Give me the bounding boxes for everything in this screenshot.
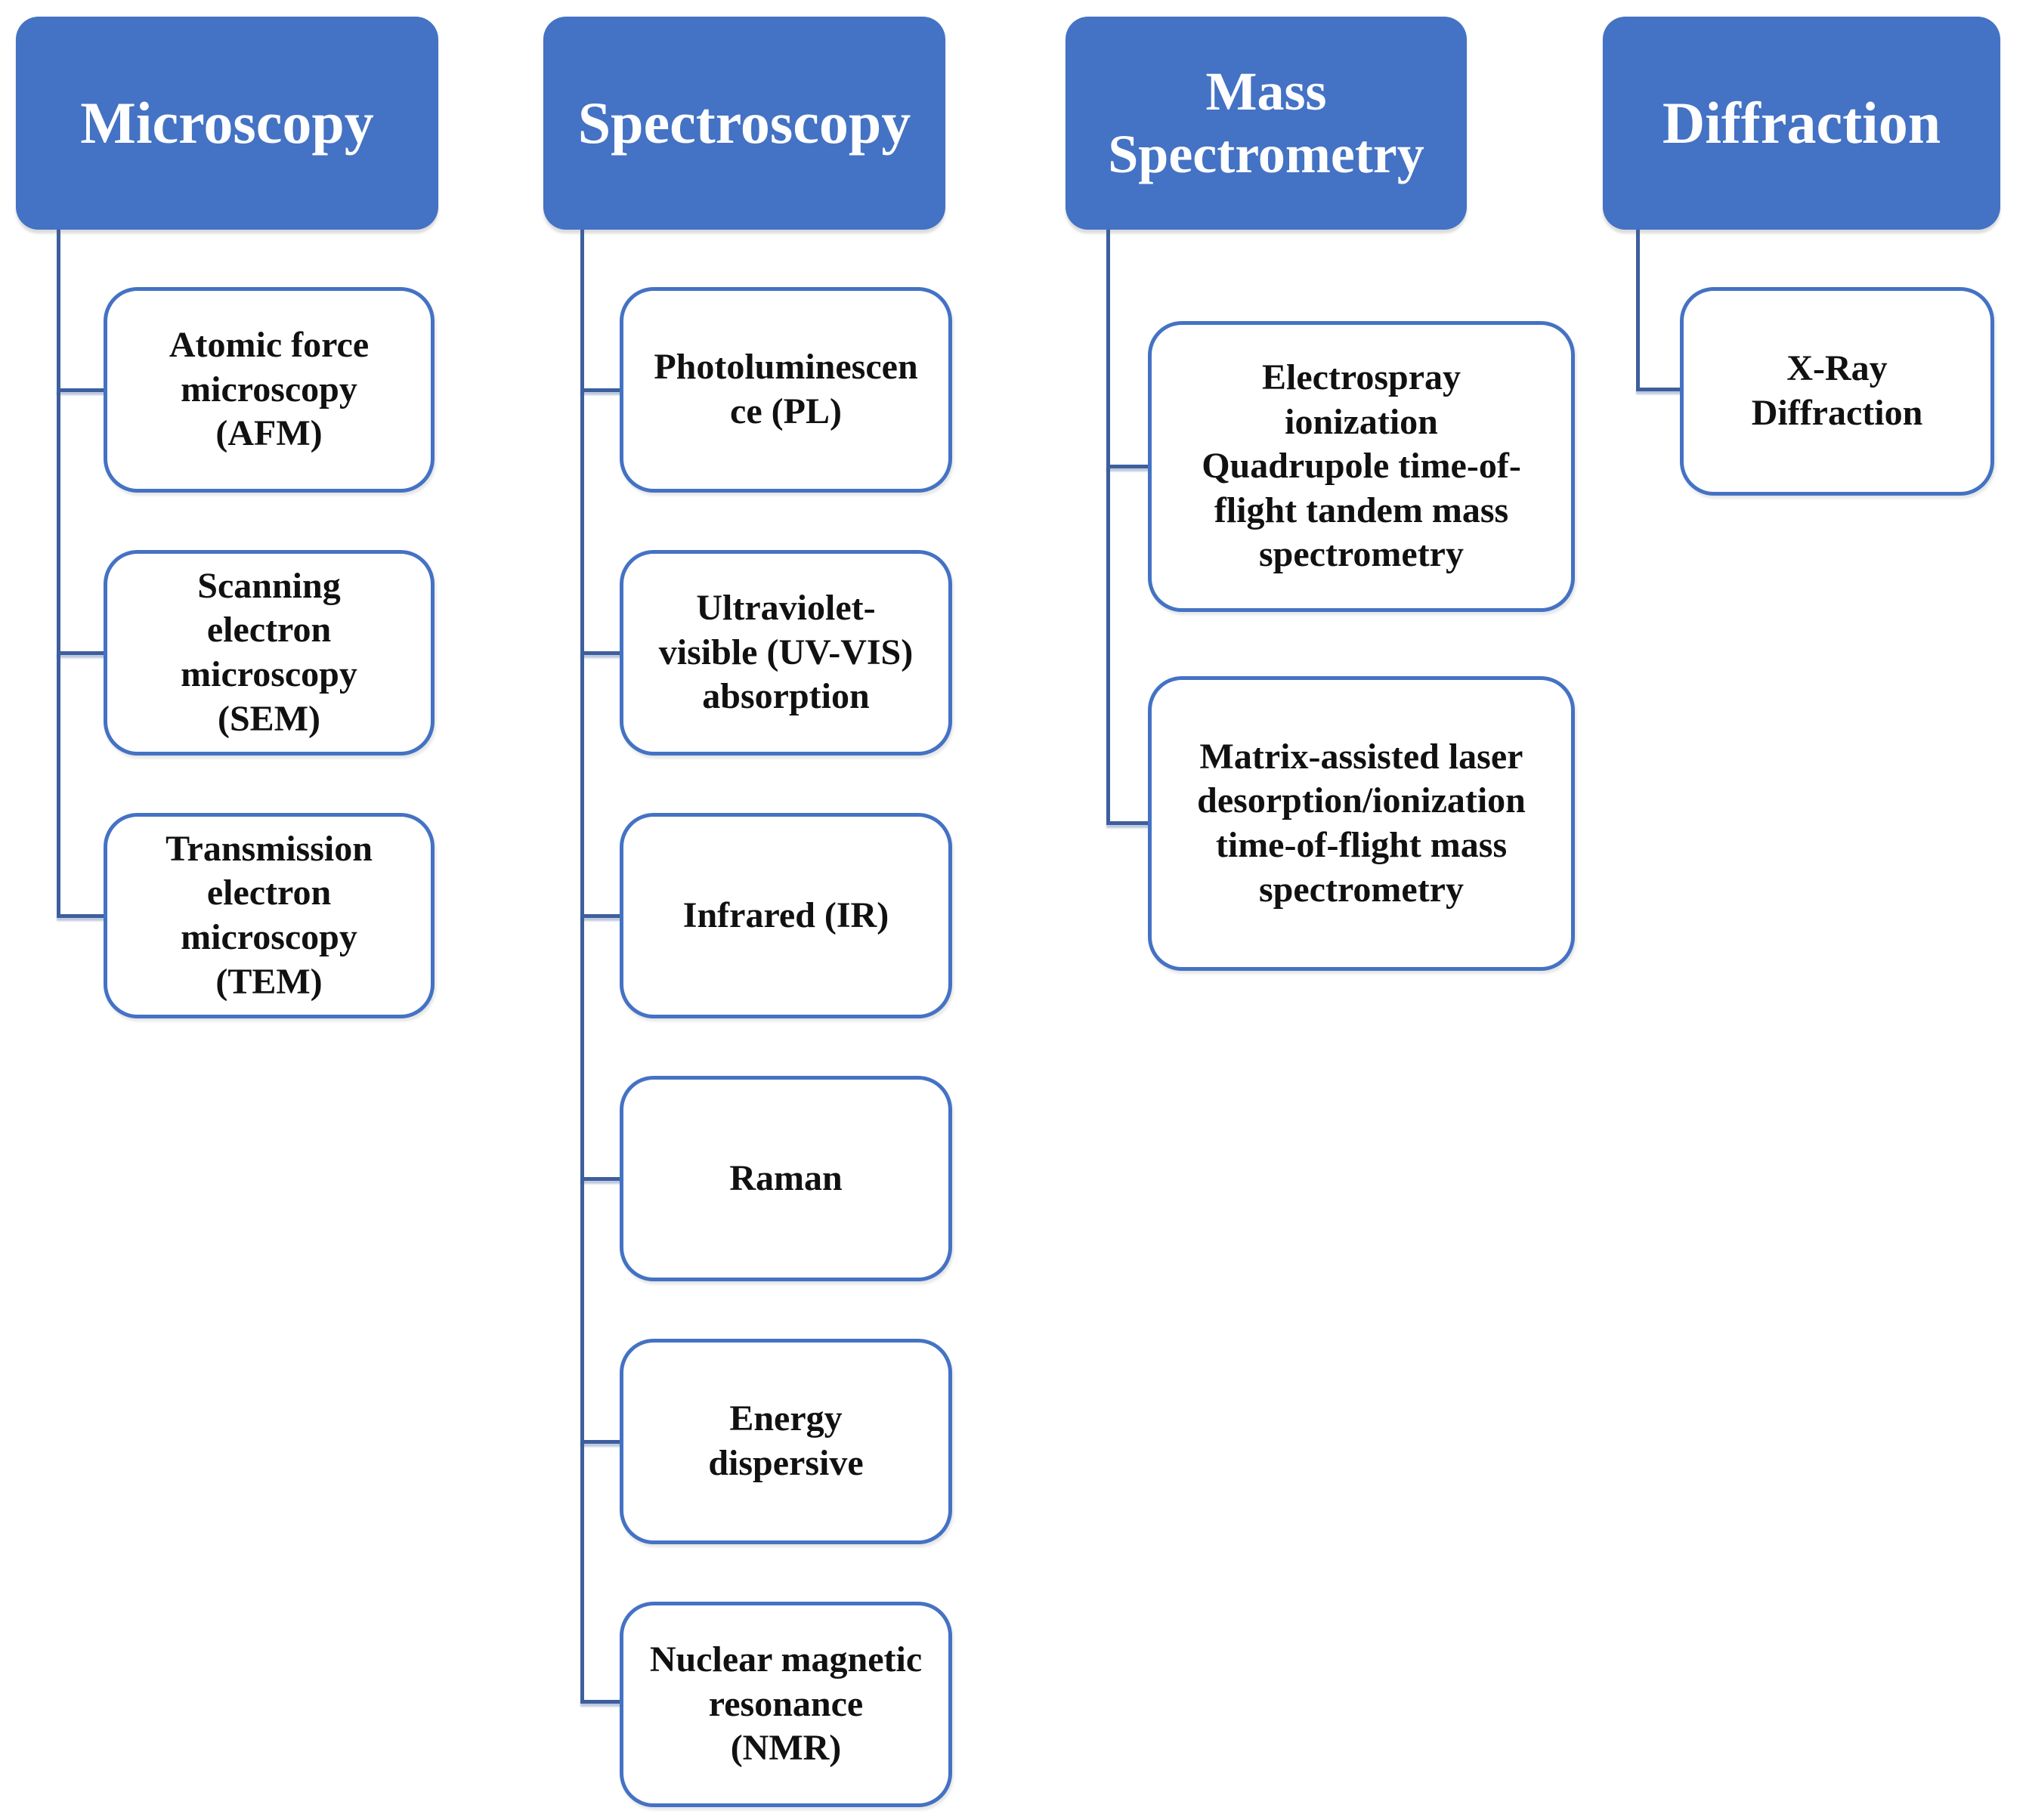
connector-stub-energy-dispersive (580, 1440, 623, 1444)
connector-stub-xray-diffraction (1636, 388, 1684, 391)
connector-stub-raman (580, 1177, 623, 1181)
connector-line-spectroscopy (580, 230, 584, 1704)
connector-line-diffraction (1636, 230, 1640, 391)
node-scanning-electron-microscopy: Scanning electron microscopy (SEM) (104, 550, 435, 756)
node-uv-vis-absorption: Ultraviolet- visible (UV-VIS) absorption (620, 550, 952, 756)
connector-stub-afm (57, 388, 107, 392)
connector-stub-sem (57, 651, 107, 655)
node-transmission-electron-microscopy: Transmission electron microscopy (TEM) (104, 813, 435, 1018)
header-diffraction: Diffraction (1603, 17, 2000, 230)
connector-stub-infrared (580, 914, 623, 918)
header-spectroscopy: Spectroscopy (543, 17, 945, 230)
connector-line-microscopy (57, 230, 60, 918)
header-mass-spectrometry: Mass Spectrometry (1066, 17, 1467, 230)
connector-stub-maldi (1106, 821, 1152, 825)
connector-stub-uv-vis (580, 651, 623, 655)
node-photoluminescence: Photoluminescen ce (PL) (620, 287, 952, 493)
node-atomic-force-microscopy: Atomic force microscopy (AFM) (104, 287, 435, 493)
node-infrared: Infrared (IR) (620, 813, 952, 1018)
connector-stub-nmr (580, 1700, 623, 1704)
node-maldi-tof: Matrix-assisted laser desorption/ionizat… (1148, 676, 1575, 971)
node-energy-dispersive: Energy dispersive (620, 1339, 952, 1544)
header-microscopy: Microscopy (16, 17, 438, 230)
node-raman: Raman (620, 1076, 952, 1281)
node-nuclear-magnetic-resonance: Nuclear magnetic resonance (NMR) (620, 1602, 952, 1807)
node-xray-diffraction: X-Ray Diffraction (1680, 287, 1994, 496)
node-electrospray-qtof: Electrospray ionization Quadrupole time-… (1148, 321, 1575, 612)
connector-stub-electrospray (1106, 465, 1152, 468)
connector-line-mass-spectrometry (1106, 230, 1110, 825)
connector-stub-tem (57, 914, 107, 918)
connector-stub-photoluminescence (580, 388, 623, 392)
